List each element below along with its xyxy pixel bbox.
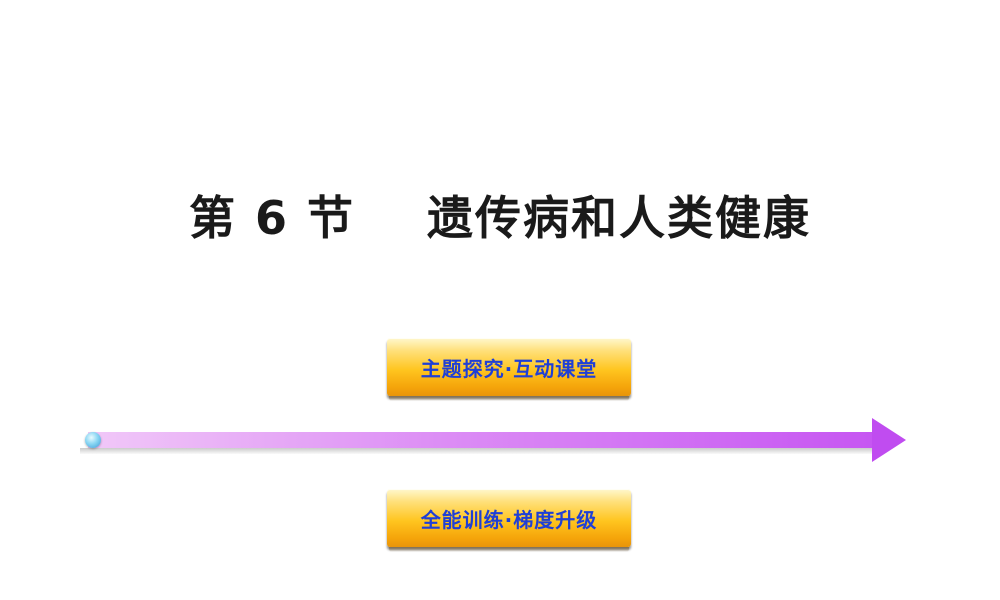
button-shadow [389,547,629,552]
training-levels-button-label: 全能训练·梯度升级 [420,507,598,532]
button-shadow [389,396,629,401]
right-arrow-icon [80,418,910,464]
training-levels-button[interactable]: 全能训练·梯度升级 [387,489,631,552]
explore-classroom-button-face[interactable]: 主题探究·互动课堂 [387,338,631,396]
explore-classroom-button-label: 主题探究·互动课堂 [420,356,598,381]
arrow-shadow [80,448,880,454]
explore-classroom-button[interactable]: 主题探究·互动课堂 [387,338,631,401]
title-section: 第 6 节 [188,191,355,245]
arrow-shaft [88,432,878,448]
slide-title: 第 6 节 遗传病和人类健康 [0,188,1000,248]
title-topic: 遗传病和人类健康 [427,191,812,245]
training-levels-button-face[interactable]: 全能训练·梯度升级 [387,489,631,547]
dot-icon [85,432,101,448]
arrow-head [872,418,906,462]
